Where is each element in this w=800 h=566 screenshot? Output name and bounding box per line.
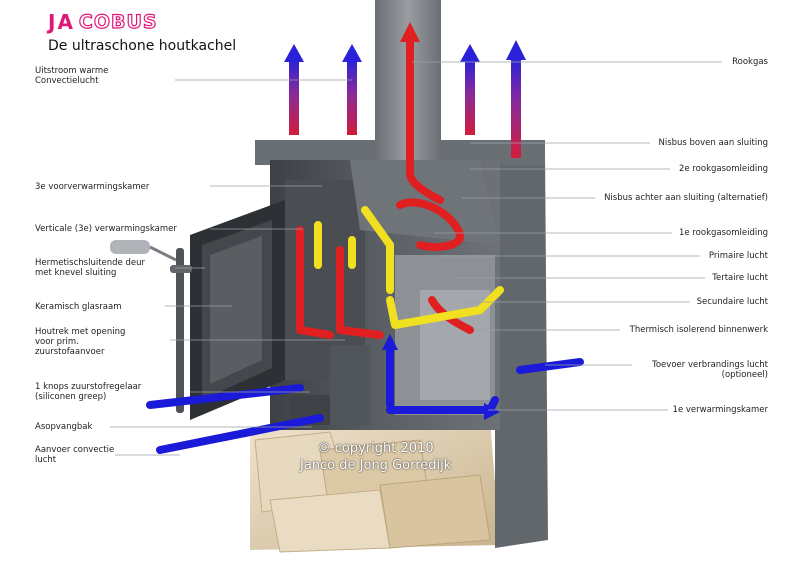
label-convection-inflow: Aanvoer convectie lucht <box>35 445 115 465</box>
label-second-flue-bypass: 2e rookgasomleiding <box>679 164 768 174</box>
label-first-flue-bypass: 1e rookgasomleiding <box>679 228 768 238</box>
leader-lines <box>110 61 722 456</box>
handle-knob <box>170 265 192 273</box>
label-hermetic-door: Hermetischsluitende deur met knevel slui… <box>35 258 145 278</box>
smoke-arrow-head <box>400 22 420 42</box>
label-primary-air: Primaire lucht <box>708 251 768 261</box>
door-handle <box>176 248 184 413</box>
grate-front <box>330 345 370 425</box>
label-vertical-heating-chamber: Verticale (3e) verwarmingskamer <box>35 224 177 234</box>
label-air-control-knob: 1 knops zuurstofregelaar (siliconen gree… <box>35 382 142 402</box>
firewood-stack <box>250 420 500 553</box>
label-convection-outflow: Uitstroom warme Convectielucht <box>35 66 109 86</box>
label-tertiary-air: Tertaire lucht <box>712 273 768 283</box>
copyright-notice: © copyright 2010 Janco de Jong Gorredijk <box>300 441 452 473</box>
label-insulating-lining: Thermisch isolerend binnenwerk <box>629 325 768 335</box>
brand-mark: JA <box>48 10 75 34</box>
page-subtitle: De ultraschone houtkachel <box>48 38 237 54</box>
grip-cylinder <box>110 240 150 254</box>
label-rear-flue-connector: Nisbus achter aan sluiting (alternatief) <box>604 193 768 203</box>
label-ceramic-glass: Keramisch glasraam <box>35 302 122 312</box>
label-third-preheat-chamber: 3e voorverwarmingskamer <box>35 182 150 192</box>
label-secondary-air: Secundaire lucht <box>696 297 768 307</box>
air-arrow-head <box>382 334 398 350</box>
label-grate: Houtrek met opening voor prim. zuurstofa… <box>35 327 126 357</box>
secondary-air-path <box>314 206 504 329</box>
air-arrow-head-2 <box>484 403 500 420</box>
label-top-flue-connector: Nisbus boven aan sluiting <box>658 138 768 148</box>
label-combustion-air-supply: Toevoer verbrandings lucht (optioneel) <box>652 360 768 380</box>
brand-name: COBUS <box>78 10 158 33</box>
label-first-heating-chamber: 1e verwarmingskamer <box>672 405 768 415</box>
label-ash-pan: Asopvangbak <box>35 422 93 432</box>
convection-outflow-arrows <box>284 40 526 158</box>
stove-door <box>190 200 285 420</box>
brand-logo: JA COBUS <box>48 10 158 34</box>
smoke-flow-path <box>296 36 474 339</box>
stove-side-plate <box>495 150 548 548</box>
label-flue-gas: Rookgas <box>732 57 768 67</box>
